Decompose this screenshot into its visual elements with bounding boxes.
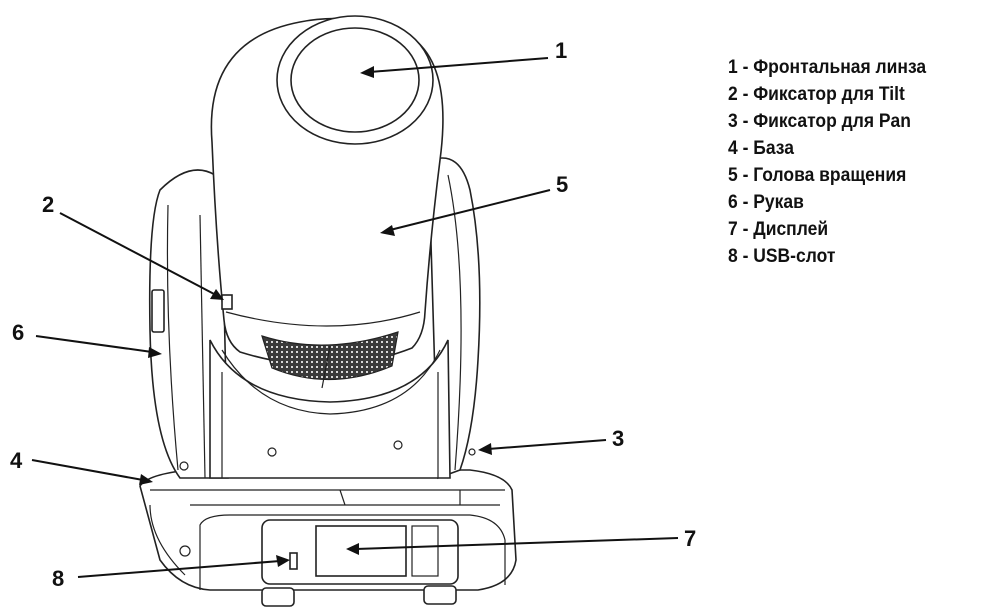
callout-7: 7 [684,526,696,551]
legend-item-base: 4 - База [728,138,794,159]
left-arm [148,169,229,479]
callout-1: 1 [555,38,567,63]
callout-numbers: 1 2 3 4 5 6 7 8 [10,38,696,591]
callout-3: 3 [612,426,624,451]
callout-5: 5 [556,172,568,197]
head-vent-mesh [261,331,399,381]
callout-8: 8 [52,566,64,591]
yoke [209,339,451,479]
legend-item-arm: 6 - Рукав [728,192,804,213]
legend: 1 - Фронтальная линза 2 - Фиксатор для T… [728,54,943,270]
callout-6: 6 [12,320,24,345]
legend-item-front-lens: 1 - Фронтальная линза [728,57,927,78]
callout-2: 2 [42,192,54,217]
callout-4: 4 [10,448,23,473]
leader-lines [31,57,679,578]
legend-item-usb-slot: 8 - USB-слот [728,246,836,267]
legend-item-pan-lock: 3 - Фиксатор для Pan [728,111,911,132]
usb-slot [289,552,298,570]
legend-item-display: 7 - Дисплей [728,219,829,240]
legend-item-rotation-head: 5 - Голова вращения [728,165,907,186]
display-screen [315,525,407,577]
tilt-lock [221,294,233,310]
legend-item-tilt-lock: 2 - Фиксатор для Tilt [728,84,905,105]
front-lens [290,27,420,133]
fixture-base [139,469,517,607]
rotation-head [210,15,444,389]
fixture-illustration [139,15,517,607]
